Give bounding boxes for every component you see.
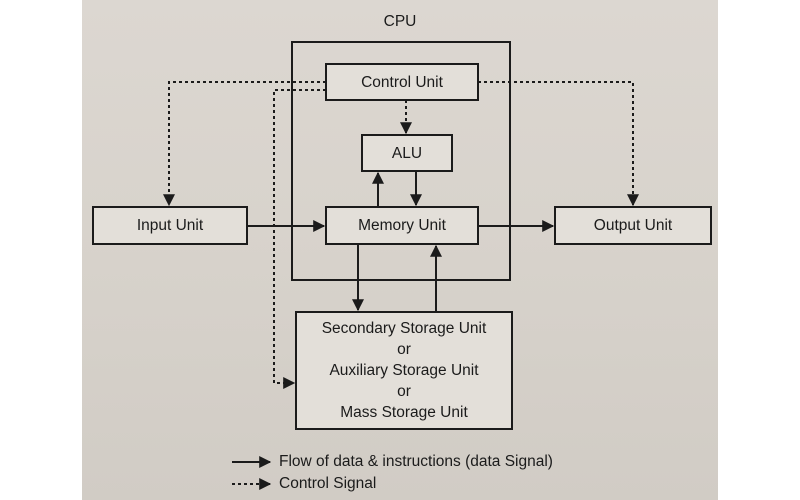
storage-line-3: Auxiliary Storage Unit <box>329 362 479 379</box>
control-to-input-arrow <box>163 81 326 207</box>
control-unit-label: Control Unit <box>361 74 443 91</box>
alu-box <box>361 134 453 172</box>
input-unit-label: Input Unit <box>136 217 204 234</box>
output-unit-label: Output Unit <box>593 217 673 234</box>
storage-line-1: Secondary Storage Unit <box>321 320 487 337</box>
legend-data-signal-label: Flow of data & instructions (data Signal… <box>279 453 553 470</box>
storage-line-5: Mass Storage Unit <box>340 404 468 421</box>
storage-line-4: or <box>397 383 411 400</box>
control-to-output-arrow <box>478 81 639 207</box>
control-unit-box <box>325 63 479 101</box>
cpu-label: CPU <box>383 13 417 30</box>
output-unit-box <box>554 206 712 245</box>
alu-label: ALU <box>391 145 423 162</box>
storage-unit-box <box>295 311 513 430</box>
memory-unit-box <box>325 206 479 245</box>
cpu-box <box>291 41 511 281</box>
control-to-storage-arrow <box>273 89 326 389</box>
storage-line-2: or <box>397 341 411 358</box>
legend-control-signal-label: Control Signal <box>279 475 377 492</box>
storage-unit-label: Secondary Storage Unit or Auxiliary Stor… <box>298 318 510 423</box>
memory-unit-label: Memory Unit <box>358 217 446 234</box>
